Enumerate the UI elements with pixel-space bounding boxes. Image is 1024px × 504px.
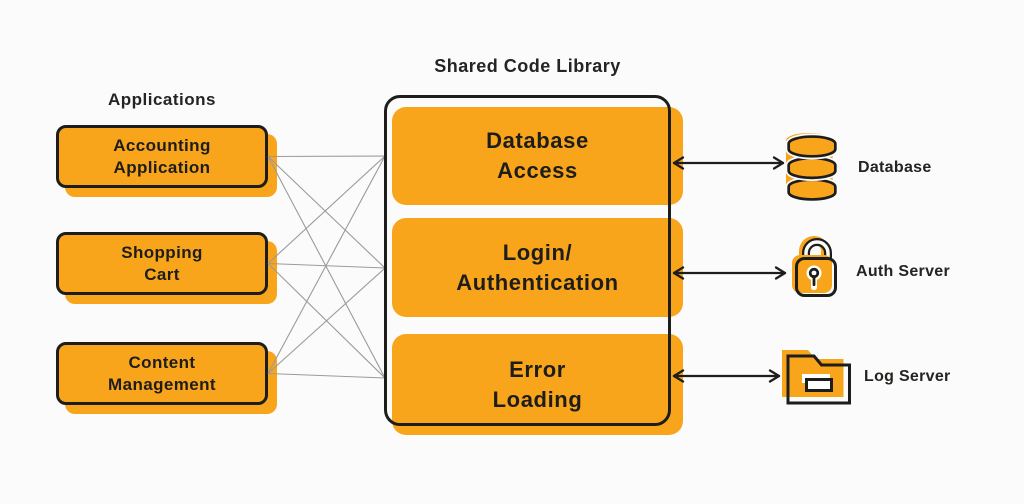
module-label: Error Loading	[492, 356, 583, 412]
lock-icon	[792, 236, 837, 297]
double-arrows	[672, 156, 787, 383]
app-box-content-management: Content Management	[56, 342, 268, 405]
app-box-label: Accounting Application	[113, 136, 211, 177]
server-label-log-server: Log Server	[864, 368, 951, 385]
app-box-shopping-cart: Shopping Cart	[56, 232, 268, 295]
server-label-database: Database	[858, 159, 932, 176]
module-label: Login/ Authentication	[456, 239, 619, 295]
app-box-label: Shopping Cart	[121, 243, 203, 284]
module-label: Database Access	[486, 128, 589, 183]
applications-title: Applications	[107, 90, 216, 109]
app-box-accounting-application: Accounting Application	[56, 125, 268, 188]
crisscross-lines	[267, 155, 386, 379]
server-label-auth-server: Auth Server	[856, 263, 950, 280]
database-icon	[785, 133, 839, 203]
library-title: Shared Code Library	[434, 56, 621, 76]
module-box-login-authentication: Login/ Authentication	[392, 218, 683, 317]
module-box-database-access: Database Access	[392, 107, 683, 205]
module-box-error-loading: Error Loading	[392, 334, 683, 435]
app-box-label: Content Management	[108, 353, 216, 394]
folder-icon	[782, 350, 851, 405]
